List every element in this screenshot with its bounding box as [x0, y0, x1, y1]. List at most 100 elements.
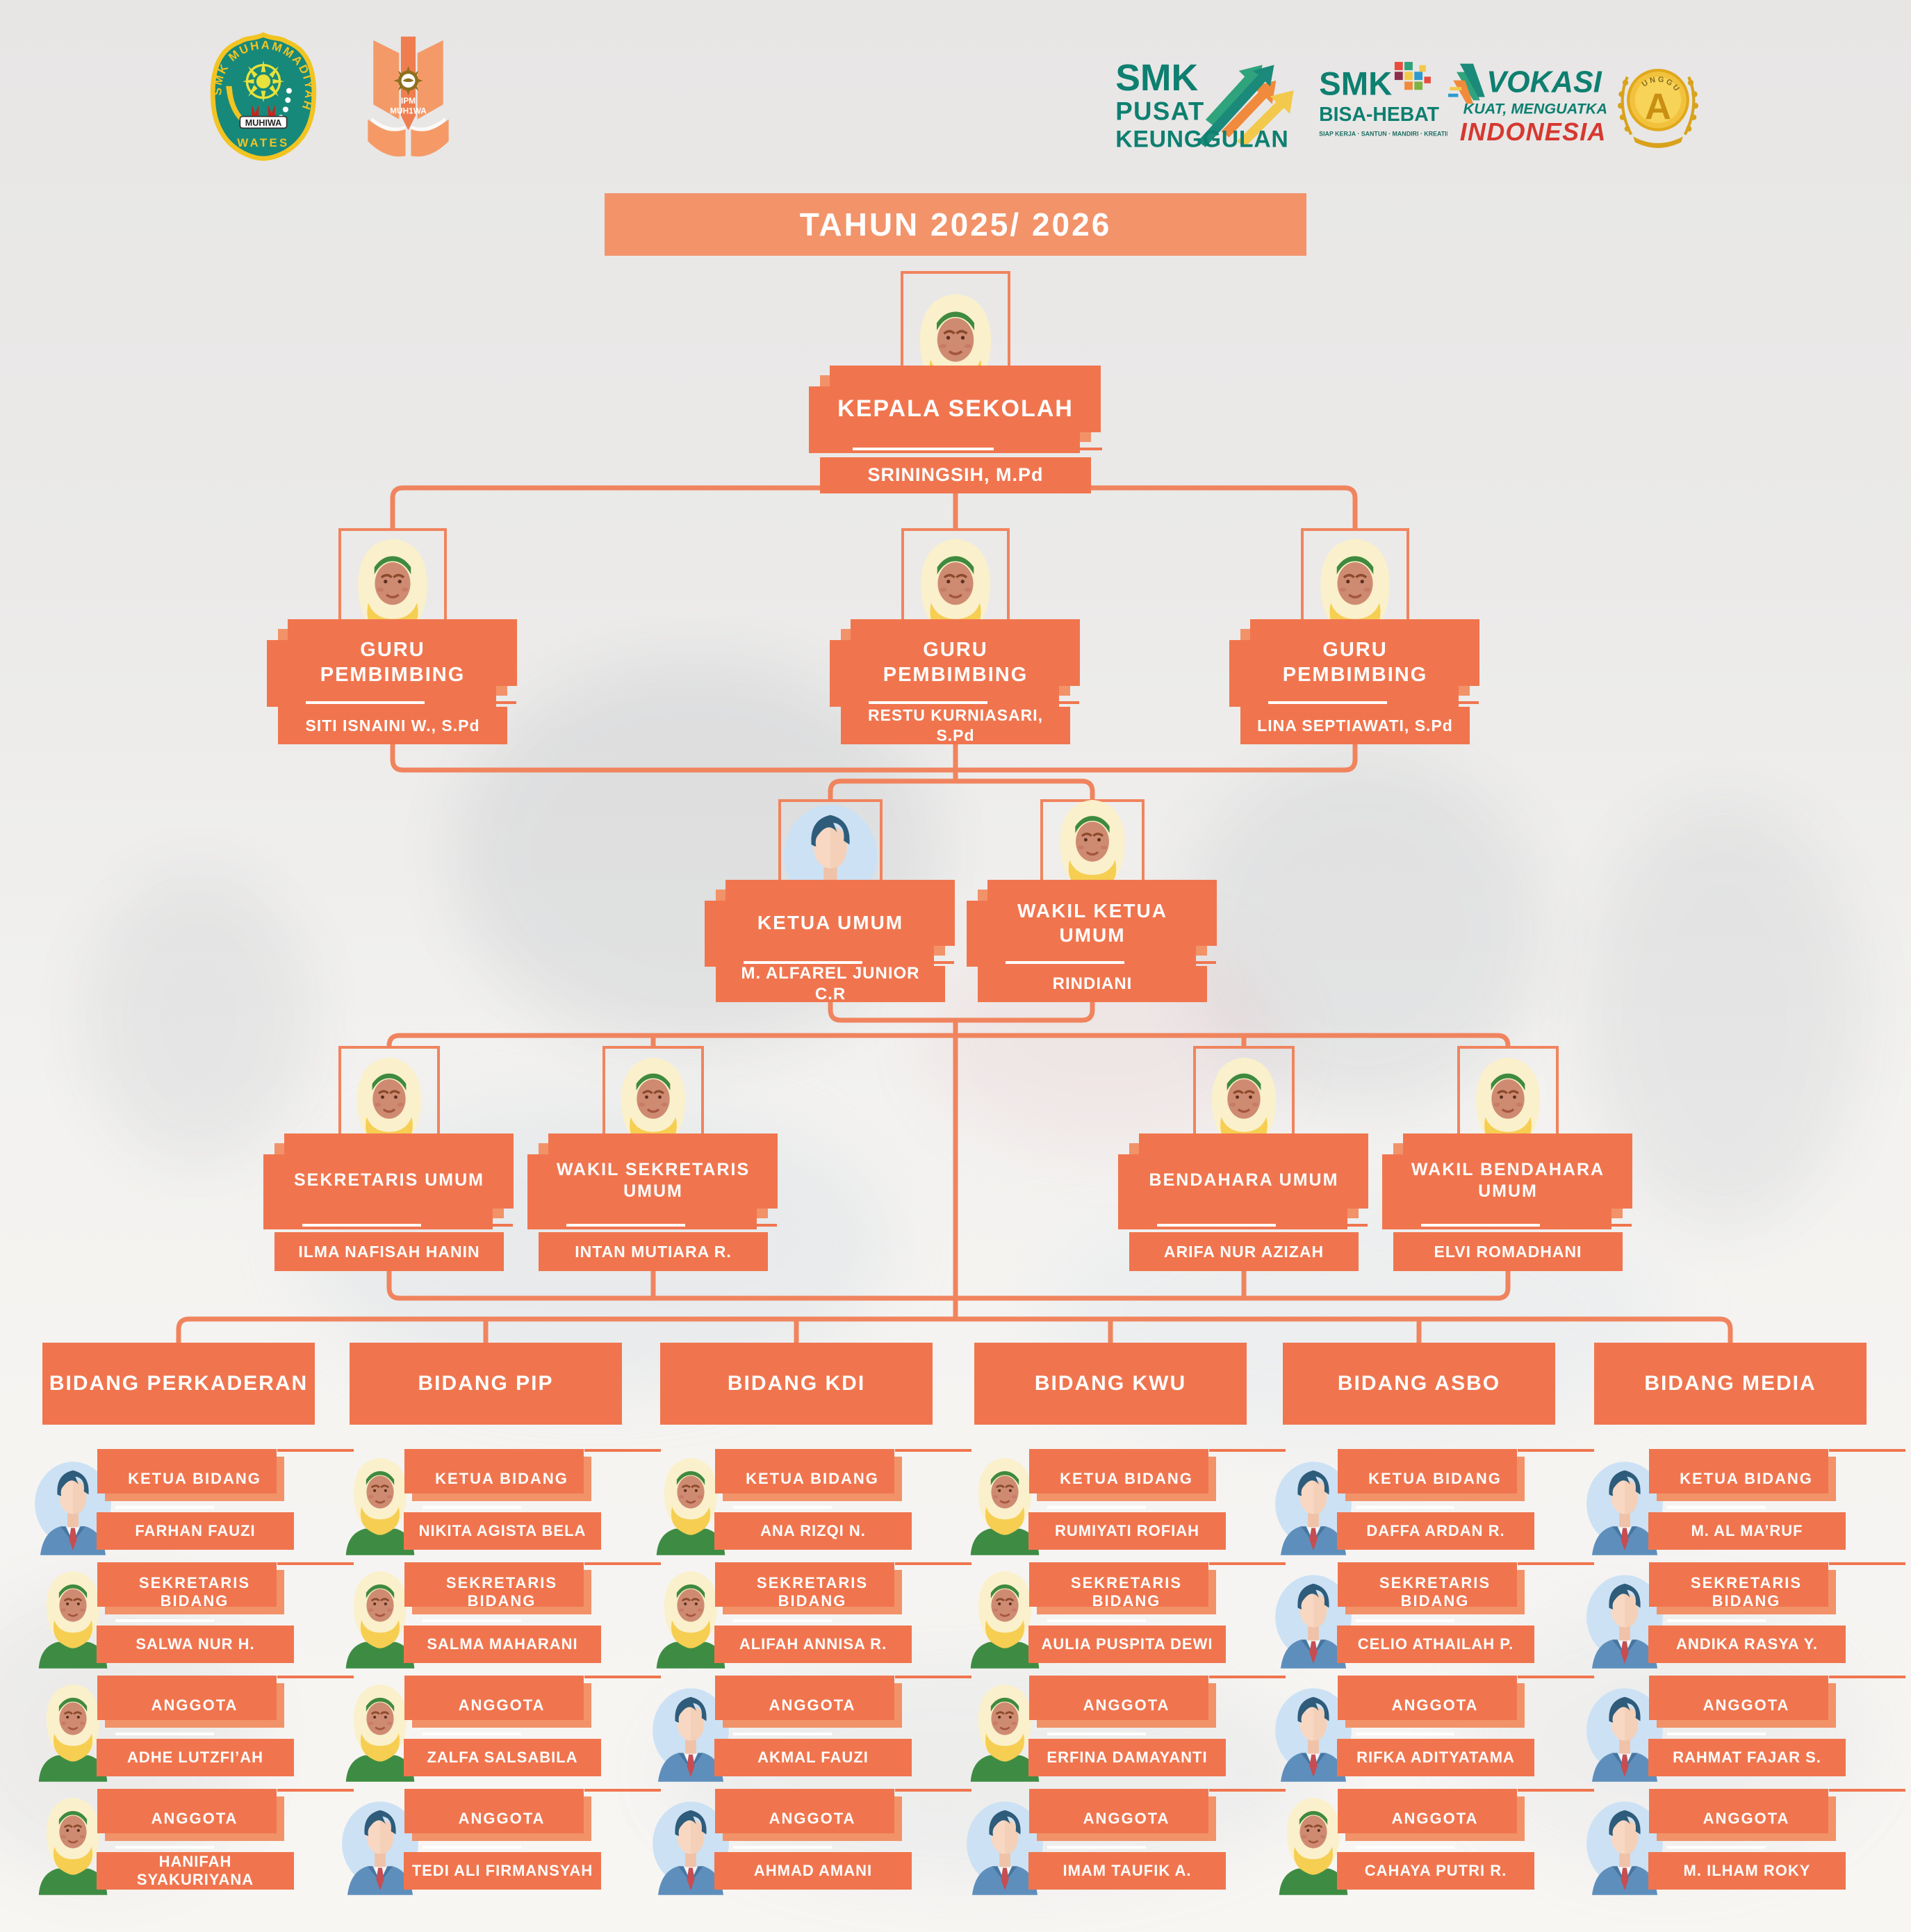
- member-role-box: ANGGOTA: [1037, 1676, 1286, 1735]
- member-name: IMAM TAUFIK A.: [1063, 1862, 1192, 1879]
- member-card: SEKRETARIS BIDANG SALWA NUR H.: [31, 1562, 354, 1671]
- member-name: FARHAN FAUZI: [135, 1522, 256, 1539]
- member-name-box: NIKITA AGISTA BELA: [404, 1512, 601, 1550]
- member-name: HANIFAH SYAKURIYANA: [136, 1853, 254, 1888]
- member-name-box: M. AL MA’RUF: [1648, 1512, 1846, 1550]
- member-role: KETUA BIDANG: [1368, 1470, 1502, 1487]
- ipm-muhiwa-logo: IPM MUH1WA: [361, 35, 455, 163]
- smk-bisa-hebat-logo: SMK BISA-HEBAT SIAP KERJA · SANTUN · MAN…: [1315, 57, 1451, 147]
- member-role: KETUA BIDANG: [1680, 1470, 1813, 1487]
- member-card: KETUA BIDANG RUMIYATI ROFIAH: [963, 1449, 1286, 1558]
- member-role: KETUA BIDANG: [1060, 1470, 1193, 1487]
- medal-grade: A: [1645, 86, 1671, 127]
- division-column-2: BIDANG PIP KETUA BIDANG NIKITA AGISTA BE…: [338, 1343, 661, 1898]
- member-card: ANGGOTA AKMAL FAUZI: [649, 1676, 971, 1785]
- member-role: KETUA BIDANG: [435, 1470, 568, 1487]
- division-members: KETUA BIDANG NIKITA AGISTA BELA SEKRETAR…: [338, 1449, 661, 1898]
- name-box: INTAN MUTIARA R.: [539, 1232, 768, 1271]
- member-name: RUMIYATI ROFIAH: [1054, 1522, 1200, 1539]
- member-role-box: SEKRETARIS BIDANG: [1345, 1562, 1594, 1622]
- pk-line3: KEUNGGULAN: [1115, 126, 1288, 153]
- division-header: BIDANG PIP: [350, 1343, 622, 1425]
- member-role: ANGGOTA: [458, 1810, 546, 1827]
- vokasi-v-icon: [1448, 63, 1485, 104]
- member-name-box: CELIO ATHAILAH P.: [1337, 1626, 1534, 1663]
- member-role: SEKRETARIS BIDANG: [445, 1574, 558, 1610]
- member-name: ZALFA SALSABILA: [427, 1749, 578, 1766]
- member-card: SEKRETARIS BIDANG ANDIKA RASYA Y.: [1583, 1562, 1905, 1671]
- ipm-line2: MUH1WA: [390, 106, 427, 116]
- bh-line1: SMK: [1319, 65, 1392, 102]
- bh-line2: BISA-HEBAT: [1319, 104, 1439, 126]
- member-name: SALMA MAHARANI: [427, 1635, 578, 1653]
- member-role-box: KETUA BIDANG: [412, 1449, 661, 1509]
- member-role-box: ANGGOTA: [105, 1676, 354, 1735]
- title-banner-text: TAHUN 2025/ 2026: [799, 206, 1112, 243]
- member-role-box: ANGGOTA: [1037, 1789, 1286, 1849]
- member-name-box: SALMA MAHARANI: [404, 1626, 601, 1663]
- member-card: ANGGOTA ZALFA SALSABILA: [338, 1676, 661, 1785]
- member-card: SEKRETARIS BIDANG CELIO ATHAILAH P.: [1272, 1562, 1594, 1671]
- member-role: ANGGOTA: [1391, 1696, 1479, 1714]
- division-title: BIDANG KDI: [727, 1372, 866, 1395]
- division-header: BIDANG MEDIA: [1594, 1343, 1867, 1425]
- bh-tagline: SIAP KERJA · SANTUN · MANDIRI · KREATIF: [1319, 130, 1447, 137]
- member-role: ANGGOTA: [1703, 1696, 1790, 1714]
- vk-line3: INDONESIA: [1460, 117, 1607, 146]
- member-name: AKMAL FAUZI: [757, 1749, 869, 1766]
- member-name: RIFKA ADITYATAMA: [1356, 1749, 1515, 1766]
- name-box: RESTU KURNIASARI, S.Pd: [841, 706, 1070, 744]
- member-card: KETUA BIDANG NIKITA AGISTA BELA: [338, 1449, 661, 1558]
- member-name-box: AULIA PUSPITA DEWI: [1028, 1626, 1226, 1663]
- name-box: SITI ISNAINI W., S.Pd: [278, 707, 507, 744]
- member-name: RAHMAT FAJAR S.: [1673, 1749, 1821, 1766]
- member-role-box: KETUA BIDANG: [1345, 1449, 1594, 1509]
- member-role-box: ANGGOTA: [1345, 1789, 1594, 1849]
- member-role: ANGGOTA: [1703, 1810, 1790, 1827]
- vk-line2: KUAT, MENGUATKAN: [1463, 100, 1607, 117]
- member-card: SEKRETARIS BIDANG SALMA MAHARANI: [338, 1562, 661, 1671]
- member-card: SEKRETARIS BIDANG ALIFAH ANNISA R.: [649, 1562, 971, 1671]
- member-name: M. AL MA’RUF: [1691, 1522, 1803, 1539]
- member-name: NIKITA AGISTA BELA: [418, 1522, 587, 1539]
- member-card: ANGGOTA AHMAD AMANI: [649, 1789, 971, 1898]
- member-role: ANGGOTA: [151, 1810, 238, 1827]
- member-name-box: M. ILHAM ROKY: [1648, 1852, 1846, 1890]
- member-role: ANGGOTA: [769, 1696, 856, 1714]
- division-title: BIDANG PIP: [418, 1372, 554, 1395]
- member-role-box: ANGGOTA: [1657, 1676, 1905, 1735]
- member-name-box: ERFINA DAMAYANTI: [1028, 1739, 1226, 1776]
- name-box: M. ALFAREL JUNIOR C.R: [716, 964, 945, 1004]
- member-name-box: RIFKA ADITYATAMA: [1337, 1739, 1534, 1776]
- division-title: BIDANG KWU: [1034, 1372, 1187, 1395]
- member-card: KETUA BIDANG DAFFA ARDAN R.: [1272, 1449, 1594, 1558]
- member-name: TEDI ALI FIRMANSYAH: [411, 1862, 593, 1879]
- member-card: KETUA BIDANG FARHAN FAUZI: [31, 1449, 354, 1558]
- member-name: SALWA NUR H.: [136, 1635, 255, 1653]
- member-card: KETUA BIDANG ANA RIZQI N.: [649, 1449, 971, 1558]
- division-header: BIDANG KWU: [974, 1343, 1247, 1425]
- member-name-box: ANA RIZQI N.: [714, 1512, 912, 1550]
- role-box: SEKRETARIS UMUM: [274, 1143, 514, 1227]
- smk-muhiwa-school-badge: SMK MUHAMMADIYAH 1 MUHIWA WATES: [201, 22, 322, 161]
- vk-line1: VOKASI: [1486, 65, 1602, 99]
- badge-bottom-text: WATES: [237, 136, 289, 149]
- name-box: LINA SEPTIAWATI, S.Pd: [1240, 707, 1470, 744]
- member-name-box: CAHAYA PUTRI R.: [1337, 1852, 1534, 1890]
- member-name: ANA RIZQI N.: [760, 1522, 866, 1539]
- role-box: WAKIL BENDAHARA UMUM: [1393, 1143, 1632, 1227]
- name-box: RINDIANI: [978, 966, 1207, 1002]
- division-column-4: BIDANG KWU KETUA BIDANG RUMIYATI ROFIAH …: [963, 1343, 1286, 1898]
- member-name: CAHAYA PUTRI R.: [1364, 1862, 1507, 1879]
- member-role-box: ANGGOTA: [105, 1789, 354, 1849]
- vokasi-kuat-logo: VOKASI KUAT, MENGUATKAN INDONESIA: [1447, 57, 1618, 149]
- division-members: KETUA BIDANG FARHAN FAUZI SEKRETARIS BID…: [31, 1449, 354, 1898]
- member-role-box: KETUA BIDANG: [723, 1449, 971, 1509]
- member-role: KETUA BIDANG: [128, 1470, 261, 1487]
- member-card: ANGGOTA HANIFAH SYAKURIYANA: [31, 1789, 354, 1898]
- member-role-box: SEKRETARIS BIDANG: [412, 1562, 661, 1622]
- role-box: GURU PEMBIMBING: [841, 629, 1080, 704]
- member-card: ANGGOTA ADHE LUTZFI’AH: [31, 1676, 354, 1785]
- role-box: KEPALA SEKOLAH: [820, 375, 1102, 450]
